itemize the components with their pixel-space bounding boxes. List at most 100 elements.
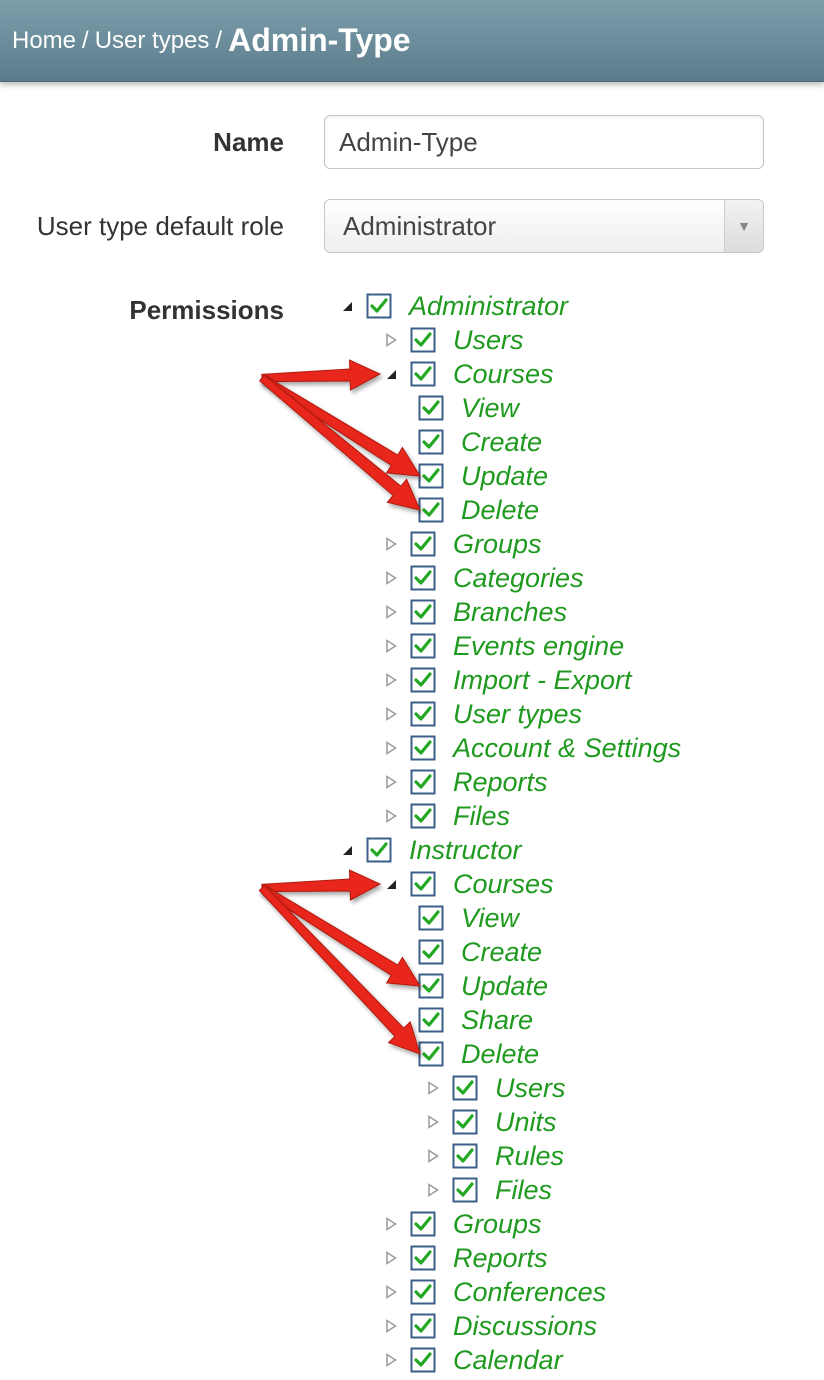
- expand-triangle-icon[interactable]: [384, 673, 398, 687]
- expand-triangle-icon[interactable]: [384, 741, 398, 755]
- tree-node-label[interactable]: Delete: [461, 494, 540, 525]
- tree-node-label[interactable]: View: [461, 902, 520, 933]
- permission-checkbox[interactable]: [418, 939, 461, 965]
- expand-triangle-icon[interactable]: [384, 639, 398, 653]
- expand-triangle-icon[interactable]: [384, 1353, 398, 1367]
- permission-checkbox[interactable]: [410, 735, 453, 761]
- collapse-triangle-icon[interactable]: [384, 877, 398, 891]
- tree-node-label[interactable]: Create: [461, 426, 543, 457]
- permission-checkbox[interactable]: [410, 565, 453, 591]
- permission-checkbox[interactable]: [452, 1109, 495, 1135]
- expand-triangle-icon[interactable]: [384, 809, 398, 823]
- tree-node-label[interactable]: User types: [453, 698, 583, 729]
- permission-checkbox[interactable]: [418, 905, 461, 931]
- permission-checkbox[interactable]: [410, 633, 453, 659]
- expand-triangle-icon[interactable]: [384, 571, 398, 585]
- tree-node-label[interactable]: Reports: [453, 1242, 548, 1273]
- permission-checkbox[interactable]: [418, 463, 461, 489]
- default-role-select[interactable]: Administrator ▼: [324, 199, 764, 253]
- permission-checkbox[interactable]: [410, 1279, 453, 1305]
- permission-checkbox[interactable]: [410, 1211, 453, 1237]
- permission-checkbox[interactable]: [410, 1347, 453, 1373]
- permission-checkbox[interactable]: [366, 293, 409, 319]
- tree-node-label[interactable]: Import - Export: [453, 664, 632, 695]
- permission-checkbox[interactable]: [410, 599, 453, 625]
- permission-checkbox[interactable]: [418, 973, 461, 999]
- expand-triangle-icon[interactable]: [384, 1285, 398, 1299]
- tree-node-label[interactable]: Categories: [453, 562, 584, 593]
- permission-checkbox[interactable]: [418, 497, 461, 523]
- permission-checkbox[interactable]: [410, 361, 453, 387]
- permission-checkbox[interactable]: [418, 1007, 461, 1033]
- tree-node-label[interactable]: Courses: [453, 868, 554, 899]
- tree-node-label[interactable]: Reports: [453, 766, 548, 797]
- permission-checkbox[interactable]: [410, 667, 453, 693]
- breadcrumb-separator: /: [82, 26, 89, 54]
- tree-node-label[interactable]: Files: [495, 1174, 553, 1205]
- tree-node: Groups: [384, 527, 542, 561]
- tree-node-label[interactable]: Files: [453, 800, 511, 831]
- tree-node-label[interactable]: Update: [461, 460, 549, 491]
- name-input[interactable]: [324, 115, 764, 169]
- tree-node: Create: [418, 425, 542, 459]
- tree-node-label[interactable]: Share: [461, 1004, 534, 1035]
- breadcrumb-user-types[interactable]: User types: [94, 26, 210, 54]
- permission-checkbox[interactable]: [410, 769, 453, 795]
- tree-node-label[interactable]: Units: [495, 1106, 557, 1137]
- tree-node-label[interactable]: Instructor: [409, 834, 522, 865]
- permission-checkbox[interactable]: [452, 1075, 495, 1101]
- expand-triangle-icon[interactable]: [384, 537, 398, 551]
- expand-triangle-icon[interactable]: [384, 1251, 398, 1265]
- tree-node-label[interactable]: Rules: [495, 1140, 565, 1171]
- expand-triangle-icon[interactable]: [384, 333, 398, 347]
- permission-checkbox[interactable]: [366, 837, 409, 863]
- permission-checkbox[interactable]: [410, 327, 453, 353]
- permission-checkbox[interactable]: [410, 531, 453, 557]
- permission-checkbox[interactable]: [410, 871, 453, 897]
- tree-node: Discussions: [384, 1309, 597, 1343]
- tree-node-label[interactable]: Delete: [461, 1038, 540, 1069]
- tree-node-label[interactable]: Administrator: [409, 290, 569, 321]
- permission-checkbox[interactable]: [418, 395, 461, 421]
- expand-triangle-icon[interactable]: [426, 1115, 440, 1129]
- expand-triangle-icon[interactable]: [384, 1217, 398, 1231]
- expand-triangle-icon[interactable]: [384, 775, 398, 789]
- permission-checkbox[interactable]: [410, 701, 453, 727]
- tree-node-label[interactable]: Users: [453, 324, 524, 355]
- tree-node-label[interactable]: Conferences: [453, 1276, 607, 1307]
- permission-checkbox[interactable]: [452, 1143, 495, 1169]
- permission-checkbox[interactable]: [452, 1177, 495, 1203]
- tree-node-label[interactable]: Groups: [453, 1208, 542, 1239]
- tree-node-label[interactable]: Account & Settings: [453, 732, 682, 763]
- collapse-triangle-icon[interactable]: [340, 299, 354, 313]
- expand-triangle-icon[interactable]: [426, 1149, 440, 1163]
- expand-triangle-icon[interactable]: [426, 1081, 440, 1095]
- page-header: Home / User types / Admin-Type: [0, 0, 824, 82]
- collapse-triangle-icon[interactable]: [340, 843, 354, 857]
- tree-node-label[interactable]: View: [461, 392, 520, 423]
- permission-checkbox[interactable]: [410, 1245, 453, 1271]
- permission-checkbox[interactable]: [410, 1313, 453, 1339]
- collapse-triangle-icon[interactable]: [384, 367, 398, 381]
- tree-node-label[interactable]: Events engine: [453, 630, 625, 661]
- tree-node-label[interactable]: Create: [461, 936, 543, 967]
- dropdown-toggle[interactable]: ▼: [724, 200, 763, 252]
- tree-node-label[interactable]: Calendar: [453, 1344, 563, 1375]
- tree-node-label[interactable]: Groups: [453, 528, 542, 559]
- expand-triangle-icon[interactable]: [384, 1319, 398, 1333]
- expand-triangle-icon[interactable]: [426, 1183, 440, 1197]
- tree-node-label[interactable]: Discussions: [453, 1310, 598, 1341]
- expand-triangle-icon[interactable]: [384, 707, 398, 721]
- tree-node: View: [418, 391, 519, 425]
- permission-checkbox[interactable]: [418, 429, 461, 455]
- breadcrumb-home[interactable]: Home: [12, 26, 77, 54]
- expand-triangle-icon[interactable]: [384, 605, 398, 619]
- permission-checkbox[interactable]: [418, 1041, 461, 1067]
- tree-node: Users: [426, 1071, 566, 1105]
- tree-node: Import - Export: [384, 663, 632, 697]
- permission-checkbox[interactable]: [410, 803, 453, 829]
- tree-node-label[interactable]: Users: [495, 1072, 566, 1103]
- tree-node-label[interactable]: Courses: [453, 358, 554, 389]
- tree-node-label[interactable]: Update: [461, 970, 549, 1001]
- tree-node-label[interactable]: Branches: [453, 596, 568, 627]
